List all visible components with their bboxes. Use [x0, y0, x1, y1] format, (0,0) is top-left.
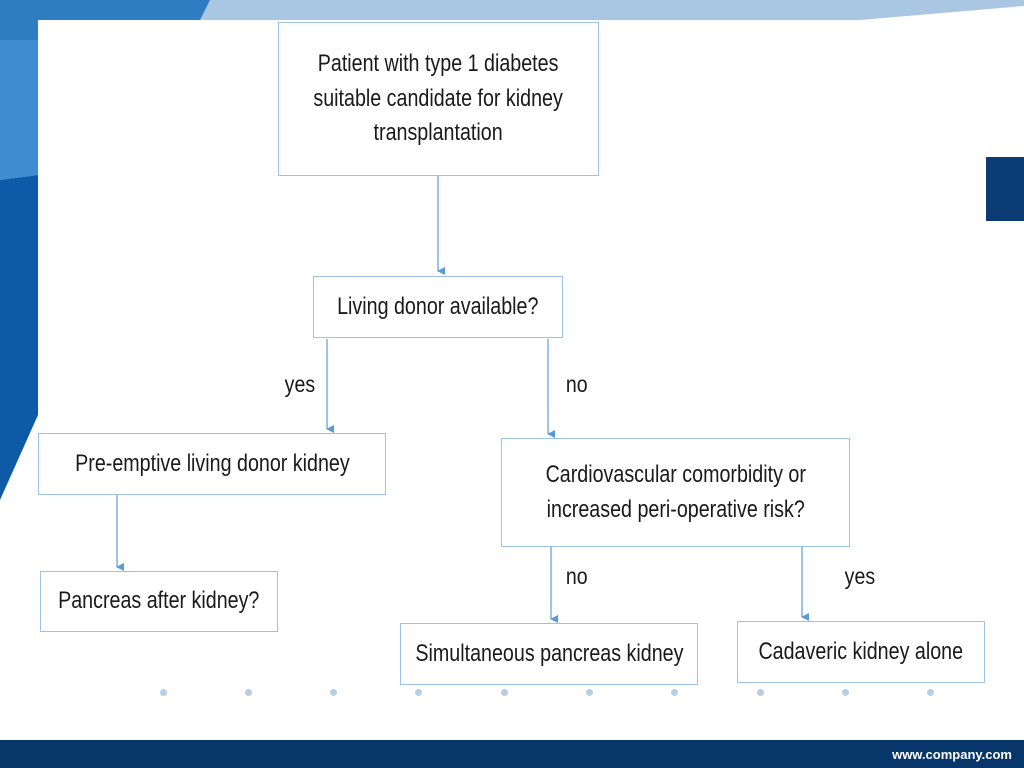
- edge-label-cardio-no: no: [565, 563, 588, 589]
- footer-url[interactable]: www.company.com: [892, 747, 1012, 762]
- edge-label-living-yes: yes: [284, 371, 316, 397]
- node-preemptive-living-donor-kidney: Pre-emptive living donor kidney: [38, 433, 386, 495]
- edge-label-cardio-yes: yes: [844, 563, 876, 589]
- node-pancreas-after-kidney: Pancreas after kidney?: [40, 571, 278, 632]
- node-start: Patient with type 1 diabetes suitable ca…: [278, 22, 599, 176]
- right-edge-tab: [986, 157, 1024, 221]
- decorative-dot: [245, 689, 252, 696]
- decorative-dot: [927, 689, 934, 696]
- node-cadaveric-kidney-alone: Cadaveric kidney alone: [737, 621, 985, 683]
- decorative-dot: [842, 689, 849, 696]
- node-simultaneous-pancreas-kidney: Simultaneous pancreas kidney: [400, 623, 698, 685]
- decorative-dot: [586, 689, 593, 696]
- decorative-dot: [501, 689, 508, 696]
- decorative-dot: [757, 689, 764, 696]
- decorative-dot: [330, 689, 337, 696]
- node-living-donor: Living donor available?: [313, 276, 563, 338]
- footer-bar: www.company.com: [0, 740, 1024, 768]
- decorative-dot: [671, 689, 678, 696]
- node-cardio-risk: Cardiovascular comorbidity or increased …: [501, 438, 850, 547]
- decorative-dot: [160, 689, 167, 696]
- edge-label-living-no: no: [565, 371, 588, 397]
- decorative-dot: [415, 689, 422, 696]
